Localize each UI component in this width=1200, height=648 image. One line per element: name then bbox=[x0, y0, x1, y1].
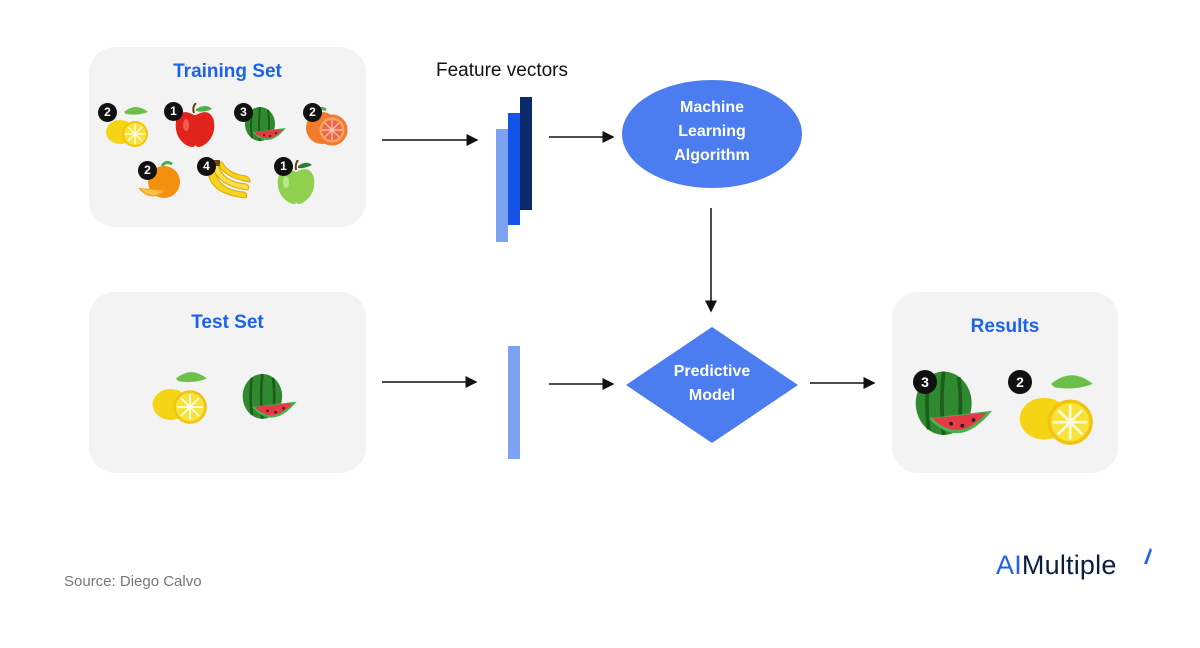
red-apple-icon bbox=[172, 102, 218, 154]
logo-multiple: Multiple bbox=[1021, 550, 1117, 580]
test-set-title: Test Set bbox=[191, 312, 264, 333]
lemon-icon bbox=[150, 368, 212, 433]
aimultiple-logo: AIMultiple bbox=[996, 550, 1117, 581]
predictive-model-line2: Model bbox=[688, 387, 736, 404]
count-badge: 2 bbox=[138, 161, 157, 180]
count-badge: 2 bbox=[1008, 370, 1032, 394]
predictive-model-node bbox=[626, 327, 798, 443]
count-badge: 2 bbox=[303, 103, 322, 122]
count-badge: 3 bbox=[913, 370, 937, 394]
test-feature-vector-bar bbox=[508, 346, 520, 459]
predictive-model-line1: Predictive bbox=[673, 363, 751, 380]
ml-algorithm-node bbox=[622, 80, 802, 188]
ml-algorithm-line3: Algorithm bbox=[674, 147, 750, 164]
ml-algorithm-line2: Learning bbox=[678, 123, 746, 140]
lemon-icon bbox=[1016, 370, 1100, 455]
watermelon-icon bbox=[910, 366, 996, 453]
lemon-icon bbox=[104, 104, 152, 155]
count-badge: 2 bbox=[98, 103, 117, 122]
test-set-panel: Test Set bbox=[89, 292, 366, 473]
feature-vector-bar-middle bbox=[508, 113, 520, 225]
feature-vectors-label: Feature vectors bbox=[436, 60, 568, 81]
logo-accent-icon bbox=[1144, 548, 1152, 564]
watermelon-icon bbox=[238, 370, 300, 433]
count-badge: 3 bbox=[234, 103, 253, 122]
logo-ai: AI bbox=[996, 550, 1022, 580]
count-badge: 1 bbox=[274, 157, 293, 176]
source-caption: Source: Diego Calvo bbox=[64, 573, 202, 590]
ml-algorithm-label: Machine Learning Algorithm bbox=[622, 96, 802, 168]
feature-vector-bar-front bbox=[496, 129, 508, 242]
training-set-title: Training Set bbox=[173, 61, 282, 82]
predictive-model-label: Predictive Model bbox=[632, 360, 792, 408]
results-title: Results bbox=[970, 316, 1040, 337]
count-badge: 4 bbox=[197, 157, 216, 176]
count-badge: 1 bbox=[164, 102, 183, 121]
feature-vector-bar-back bbox=[520, 97, 532, 210]
ml-algorithm-line1: Machine bbox=[679, 99, 744, 116]
green-apple-icon bbox=[274, 159, 318, 209]
